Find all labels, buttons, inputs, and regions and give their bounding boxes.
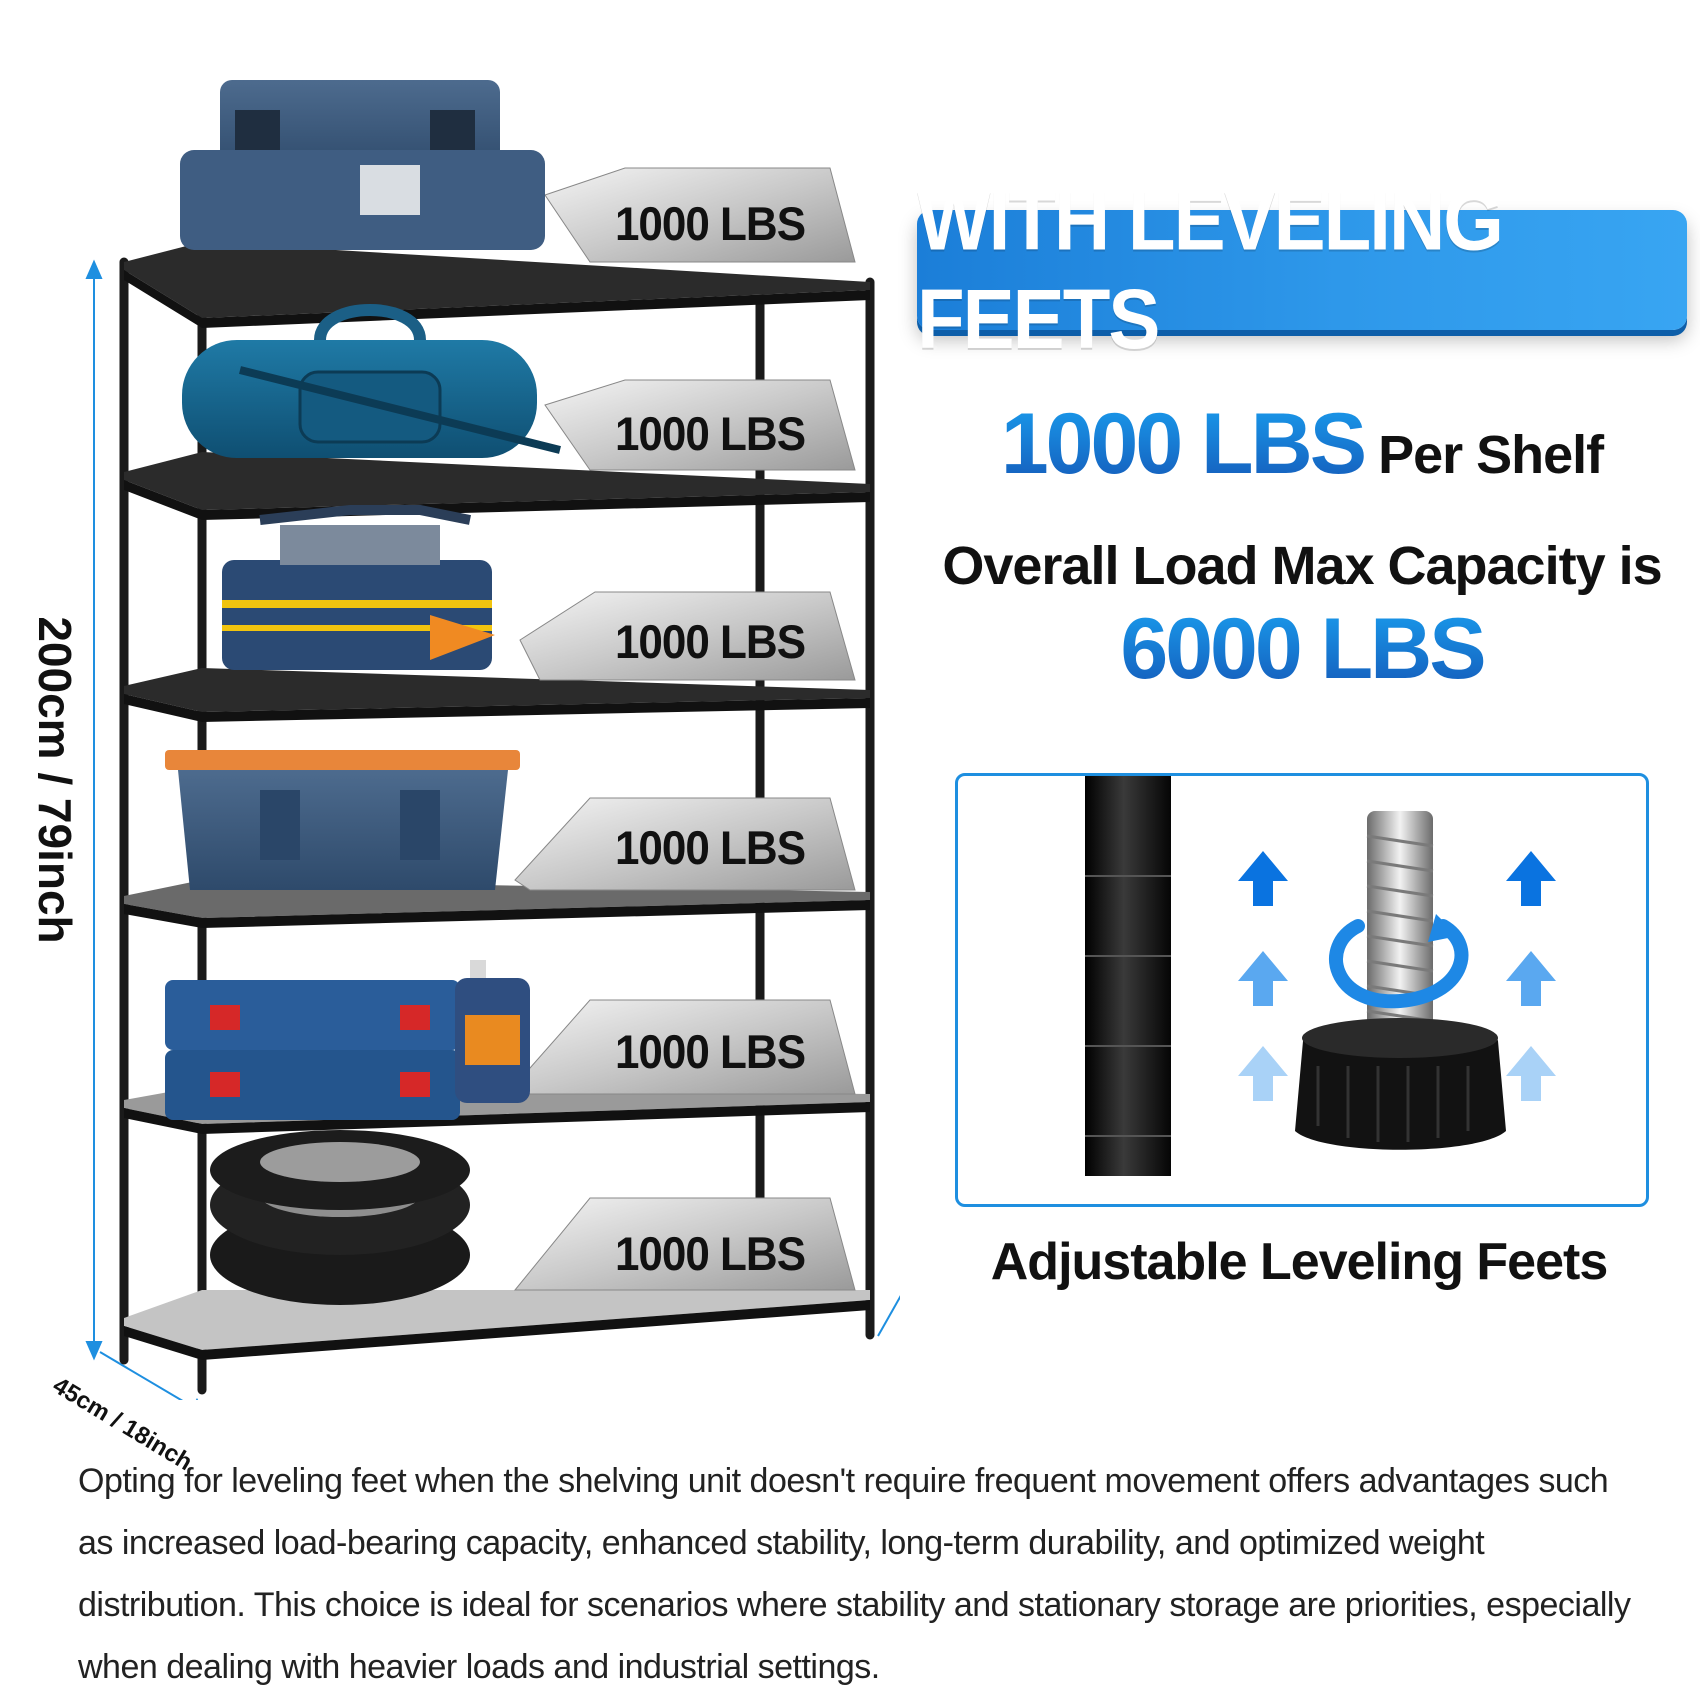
shelf-4-load-label: 1000 LBS bbox=[614, 822, 806, 875]
load-blocks bbox=[513, 167, 856, 1291]
shelf-1-load-label: 1000 LBS bbox=[614, 198, 806, 251]
arrow-up-icon bbox=[1238, 851, 1288, 1101]
storage-rack-image bbox=[85, 80, 900, 1400]
leveling-feet-caption: Adjustable Leveling Feets bbox=[990, 1233, 1609, 1291]
depth-dimension-line bbox=[99, 1351, 199, 1400]
height-dimension-label: 200cm / 79inch bbox=[29, 616, 81, 944]
per-shelf-value: 1000 LBS bbox=[1000, 396, 1367, 492]
shelf-3-load-label: 1000 LBS bbox=[614, 616, 806, 669]
description-paragraph: Opting for leveling feet when the shelvi… bbox=[78, 1462, 1631, 1686]
storage-bin-image bbox=[165, 750, 520, 890]
leveling-foot-image bbox=[1085, 776, 1556, 1176]
shelf-5-load-label: 1000 LBS bbox=[614, 1026, 806, 1079]
arrow-up-icon bbox=[1506, 851, 1556, 1101]
callout-line bbox=[877, 1295, 900, 1337]
per-shelf-capacity: 1000 LBS Per Shelf bbox=[917, 395, 1687, 494]
toolbox-image bbox=[180, 80, 545, 250]
leveling-feet-banner: WITH LEVELING FEETS bbox=[917, 173, 1687, 366]
banner-title: WITH LEVELING FEETS bbox=[917, 172, 1504, 367]
tires-image bbox=[210, 1130, 470, 1305]
overall-capacity-text: Overall Load Max Capacity is bbox=[942, 536, 1662, 596]
leveling-foot-detail bbox=[955, 773, 1649, 1207]
case-stack-image bbox=[165, 980, 460, 1120]
shelf-6-load-label: 1000 LBS bbox=[614, 1228, 806, 1281]
oil-bottle-image bbox=[455, 960, 530, 1103]
height-dimension-line bbox=[85, 259, 103, 1361]
overall-capacity-value: 6000 LBS bbox=[917, 600, 1687, 699]
tool-bag-image bbox=[222, 505, 495, 670]
shelf-2-load-label: 1000 LBS bbox=[614, 408, 806, 461]
per-shelf-suffix: Per Shelf bbox=[1378, 425, 1604, 485]
rotate-icon bbox=[1329, 919, 1469, 1009]
duffel-bag-image bbox=[182, 304, 561, 458]
